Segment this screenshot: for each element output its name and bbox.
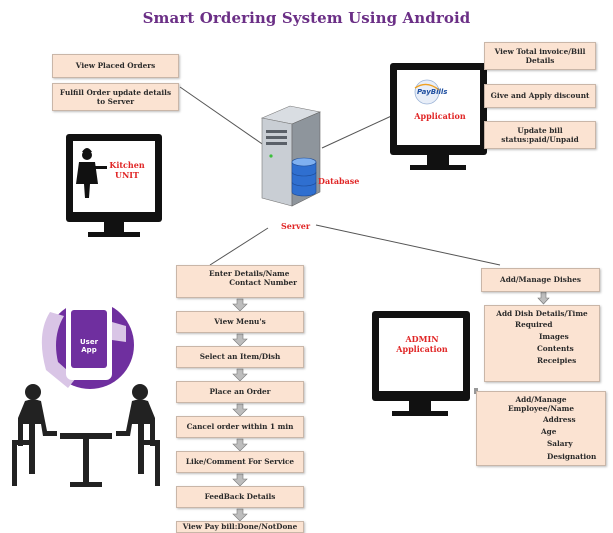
admin-label-line2: Application bbox=[396, 344, 448, 354]
admin-box-manage-dishes: Add/Manage Dishes bbox=[481, 268, 600, 292]
admin-application-label: ADMIN Application bbox=[389, 334, 455, 354]
arrow-down-icon bbox=[232, 508, 248, 522]
arrow-down-icon bbox=[232, 298, 248, 312]
database-label: Database bbox=[318, 176, 360, 186]
admin-monitor-icon bbox=[372, 311, 470, 416]
admin-employee-line: Address bbox=[543, 415, 576, 425]
user-app-label: User App bbox=[72, 338, 106, 355]
database-icon bbox=[291, 157, 317, 197]
server-label: Server bbox=[281, 221, 311, 231]
user-flow-arrows bbox=[232, 298, 248, 522]
kitchen-monitor-icon bbox=[66, 134, 162, 237]
arrow-down-icon bbox=[232, 473, 248, 487]
user-box-place-order: Place an Order bbox=[176, 381, 304, 403]
billing-box-discount: Give and Apply discount bbox=[484, 84, 596, 108]
user-box-feedback: FeedBack Details bbox=[176, 486, 304, 508]
kitchen-box-fulfill-order: Fulfill Order update details to Server bbox=[52, 83, 179, 111]
user-box-view-menu: View Menu's bbox=[176, 311, 304, 333]
admin-dish-line: Required bbox=[515, 320, 553, 330]
kitchen-unit-label: Kitchen UNIT bbox=[103, 160, 151, 180]
kitchen-label-line1: Kitchen bbox=[109, 160, 145, 170]
admin-employee-line: Add/Manage Employee/Name bbox=[508, 395, 574, 414]
user-illustration bbox=[12, 300, 160, 487]
admin-label-line1: ADMIN bbox=[405, 334, 439, 344]
user-app-line2: App bbox=[81, 346, 97, 355]
kitchen-label-line2: UNIT bbox=[115, 170, 139, 180]
kitchen-connector bbox=[179, 86, 269, 149]
admin-employee-line: Age bbox=[541, 427, 557, 437]
people-at-table-icon bbox=[12, 384, 160, 487]
admin-dish-line: Contents bbox=[537, 344, 574, 354]
user-box-line: Contact Number bbox=[229, 278, 297, 288]
admin-employee-line: Designation bbox=[547, 451, 597, 461]
user-box-select-item: Select an Item/Dish bbox=[176, 346, 304, 368]
paybills-logo-icon bbox=[414, 79, 440, 105]
arrow-down-icon bbox=[232, 368, 248, 382]
user-box-line: Enter Details/Name bbox=[209, 269, 290, 278]
diagram-title: Smart Ordering System Using Android bbox=[142, 9, 471, 27]
billing-monitor-icon bbox=[390, 63, 487, 170]
admin-dish-line: Add Dish Details/Time bbox=[496, 309, 588, 318]
admin-dish-line: Images bbox=[539, 332, 569, 342]
admin-connector bbox=[315, 224, 501, 266]
billing-box-view-invoice: View Total invoice/Bill Details bbox=[484, 42, 596, 70]
billing-connector bbox=[321, 111, 401, 149]
user-box-view-pay-bill: View Pay bill:Done/NotDone bbox=[176, 521, 304, 533]
admin-dish-line: Receipies bbox=[537, 356, 577, 366]
arrow-down-icon bbox=[232, 438, 248, 452]
arrow-down-icon bbox=[232, 333, 248, 347]
user-box-cancel-order: Cancel order within 1 min bbox=[176, 416, 304, 438]
user-box-like-comment: Like/Comment For Service bbox=[176, 451, 304, 473]
kitchen-box-view-orders: View Placed Orders bbox=[52, 54, 179, 78]
arrow-down-icon bbox=[232, 403, 248, 417]
paybills-brand: PayBills bbox=[417, 88, 448, 96]
phone-icon bbox=[41, 300, 134, 389]
user-app-line1: User bbox=[79, 338, 99, 346]
arrow-down-icon bbox=[537, 291, 550, 305]
billing-application-label: Application bbox=[414, 111, 466, 121]
admin-box-employee-details: Add/Manage Employee/Name Address Age Sal… bbox=[476, 391, 606, 466]
connector-lines bbox=[179, 86, 501, 266]
user-box-enter-details: Enter Details/Name Contact Number bbox=[176, 265, 304, 298]
admin-box-dish-details: Add Dish Details/Time Required Images Co… bbox=[484, 305, 600, 382]
admin-employee-line: Salary bbox=[547, 439, 573, 449]
user-connector bbox=[209, 227, 269, 266]
chef-icon bbox=[76, 148, 107, 198]
billing-box-update-status: Update bill status:paid/Unpaid bbox=[484, 121, 596, 149]
